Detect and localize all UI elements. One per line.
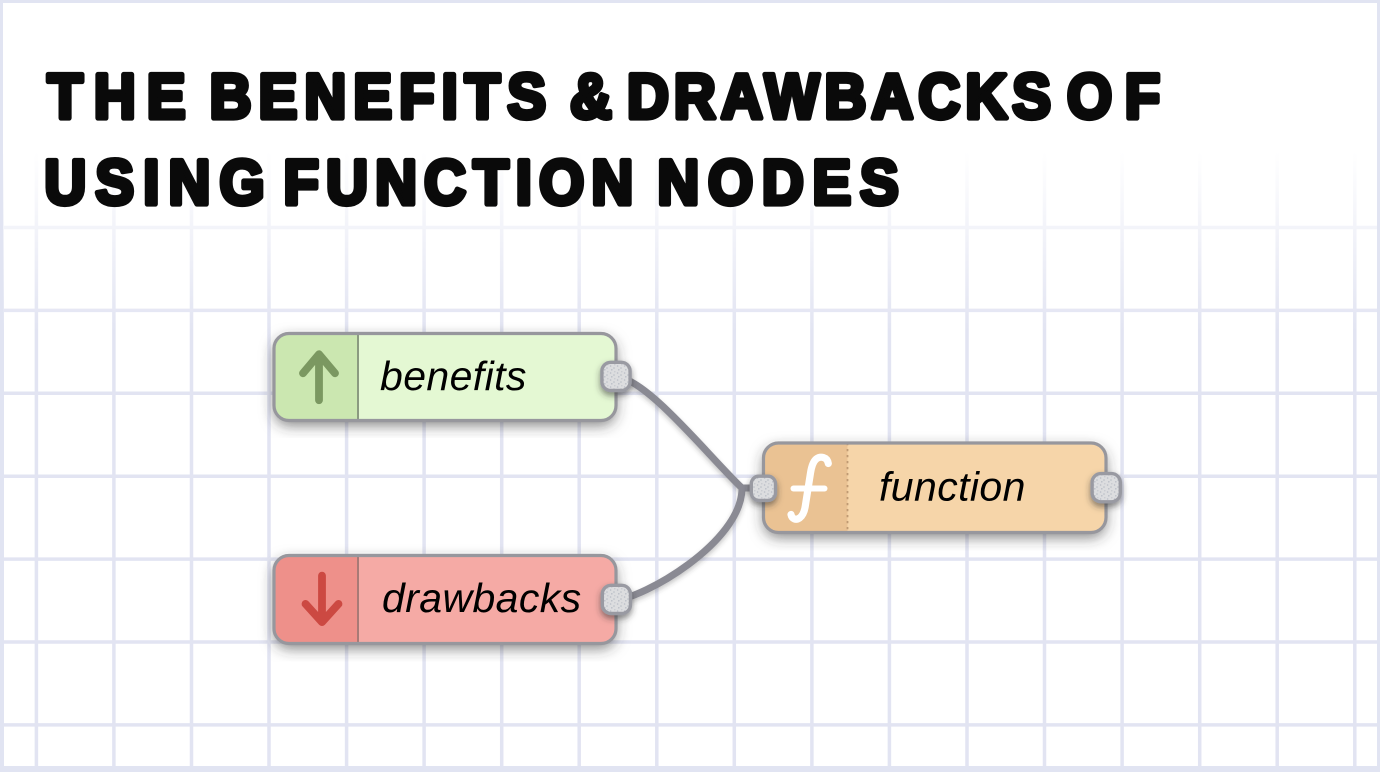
svg-text:drawbacks: drawbacks xyxy=(382,575,582,621)
svg-text:benefits: benefits xyxy=(380,353,527,399)
svg-text:function: function xyxy=(879,464,1026,510)
